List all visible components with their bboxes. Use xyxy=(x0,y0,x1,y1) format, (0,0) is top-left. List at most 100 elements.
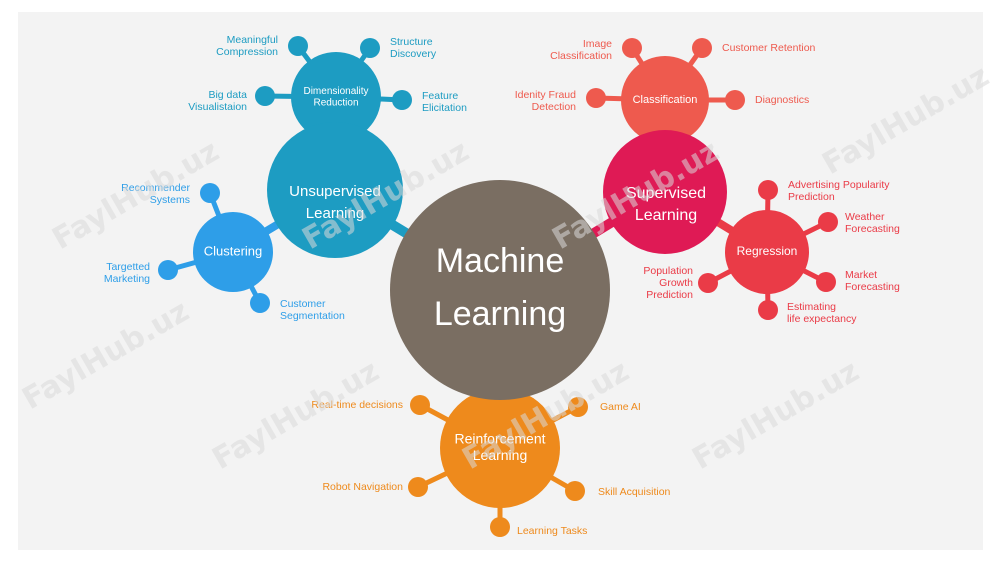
watermark-text: FaylHub.uz xyxy=(17,294,196,417)
dimensionality-reduction-leaf-label-line: Elicitation xyxy=(422,102,467,114)
classification-title: Classification xyxy=(633,94,698,106)
dimensionality-reduction-leaf-label-line: Discovery xyxy=(390,48,437,60)
classification-leaf-label-line: Detection xyxy=(532,101,577,113)
classification-leaf-dot xyxy=(622,38,642,58)
supervised-learning-node xyxy=(603,130,727,254)
classification-leaf-label-line: Image xyxy=(583,38,612,50)
regression-leaf-label-line: Advertising Popularity xyxy=(788,179,890,191)
dimensionality-reduction-leaf-dot xyxy=(392,90,412,110)
reinforcement-learning-leaf-label: Learning Tasks xyxy=(517,525,587,537)
regression-title: Regression xyxy=(737,244,798,258)
center-title-line1-line: Machine xyxy=(436,242,565,280)
clustering-leaf-label-line: Systems xyxy=(150,194,190,206)
dimensionality-reduction-leaf-dot xyxy=(360,38,380,58)
classification-leaf-label-line: Classification xyxy=(550,50,612,62)
reinforcement-learning-leaf-dot xyxy=(568,397,588,417)
watermark-text: FaylHub.uz xyxy=(687,354,866,477)
regression-leaf-dot xyxy=(758,180,778,200)
regression-leaf-label-line: life expectancy xyxy=(787,313,857,325)
regression-leaf-label-line: Forecasting xyxy=(845,223,900,235)
classification-leaf-label: Diagnostics xyxy=(755,94,809,106)
classification-leaf-label-line: Customer Retention xyxy=(722,42,816,54)
dimensionality-reduction-title-line: Reduction xyxy=(313,97,358,108)
classification-leaf-label-line: Diagnostics xyxy=(755,94,809,106)
nodes xyxy=(158,36,838,537)
regression-leaf-dot xyxy=(818,212,838,232)
clustering-leaf-label-line: Segmentation xyxy=(280,310,345,322)
regression-leaf-label-line: Forecasting xyxy=(845,281,900,293)
clustering-title-line: Clustering xyxy=(204,243,263,258)
unsupervised-learning-title-line: Learning xyxy=(306,205,364,222)
regression-leaf-label-line: Market xyxy=(845,269,877,281)
reinforcement-learning-leaf-label-line: Real-time decisions xyxy=(311,399,403,411)
reinforcement-learning-leaf-label-line: Skill Acquisition xyxy=(598,486,671,498)
classification-title-line: Classification xyxy=(633,94,698,106)
unsupervised-learning-node xyxy=(267,122,403,258)
clustering-leaf-label-line: Targetted xyxy=(106,261,150,273)
clustering-leaf-label-line: Marketing xyxy=(104,273,150,285)
reinforcement-learning-leaf-dot xyxy=(408,477,428,497)
regression-leaf-dot xyxy=(698,273,718,293)
regression-leaf-label-line: Prediction xyxy=(788,191,835,203)
regression-leaf-label-line: Estimating xyxy=(787,301,836,313)
supervised-learning-title-line: Learning xyxy=(635,207,697,224)
reinforcement-learning-node xyxy=(440,388,560,508)
reinforcement-learning-leaf-label: Robot Navigation xyxy=(322,481,403,493)
dimensionality-reduction-leaf-label-line: Compression xyxy=(216,46,278,58)
classification-node xyxy=(621,56,709,144)
reinforcement-learning-leaf-label-line: Learning Tasks xyxy=(517,525,587,537)
regression-node xyxy=(725,210,809,294)
unsupervised-learning-title-line: Unsupervised xyxy=(289,183,381,200)
center-title-line2: Learning xyxy=(434,295,566,333)
supervised-learning-title-line: Supervised xyxy=(626,185,706,202)
regression-leaf-label-line: Growth xyxy=(659,277,693,289)
watermark-text: FaylHub.uz xyxy=(207,354,386,477)
clustering-leaf-label-line: Customer xyxy=(280,298,326,310)
regression-leaf-label-line: Population xyxy=(643,265,693,277)
dimensionality-reduction-leaf-dot xyxy=(255,86,275,106)
dimensionality-reduction-node xyxy=(291,52,381,142)
classification-leaf-dot xyxy=(725,90,745,110)
dimensionality-reduction-title-line: Dimensionality xyxy=(303,86,368,97)
classification-leaf-label: Customer Retention xyxy=(722,42,816,54)
classification-leaf-dot xyxy=(586,88,606,108)
reinforcement-learning-leaf-dot xyxy=(490,517,510,537)
regression-leaf-dot xyxy=(758,300,778,320)
reinforcement-learning-leaf-label-line: Robot Navigation xyxy=(322,481,403,493)
classification-leaf-dot xyxy=(692,38,712,58)
dimensionality-reduction-leaf-label-line: Meaningful xyxy=(227,34,278,46)
dimensionality-reduction-leaf-dot xyxy=(288,36,308,56)
reinforcement-learning-title-line: Reinforcement xyxy=(454,431,545,447)
clustering-leaf-dot xyxy=(158,260,178,280)
reinforcement-learning-leaf-dot xyxy=(410,395,430,415)
center-title-line1: Machine xyxy=(436,242,565,280)
dimensionality-reduction-leaf-label-line: Structure xyxy=(390,36,433,48)
clustering-leaf-dot xyxy=(250,293,270,313)
reinforcement-learning-title-line: Learning xyxy=(473,447,528,463)
reinforcement-learning-leaf-label: Real-time decisions xyxy=(311,399,403,411)
reinforcement-learning-leaf-label: Game AI xyxy=(600,401,641,413)
clustering-leaf-label-line: Recommender xyxy=(121,182,190,194)
regression-title-line: Regression xyxy=(737,244,798,258)
dimensionality-reduction-leaf-label-line: Visualistaion xyxy=(188,101,247,113)
reinforcement-learning-leaf-dot xyxy=(565,481,585,501)
classification-leaf-label-line: Idenity Fraud xyxy=(515,89,576,101)
reinforcement-learning-leaf-label-line: Game AI xyxy=(600,401,641,413)
dimensionality-reduction-leaf-label-line: Big data xyxy=(208,89,247,101)
clustering-leaf-dot xyxy=(200,183,220,203)
